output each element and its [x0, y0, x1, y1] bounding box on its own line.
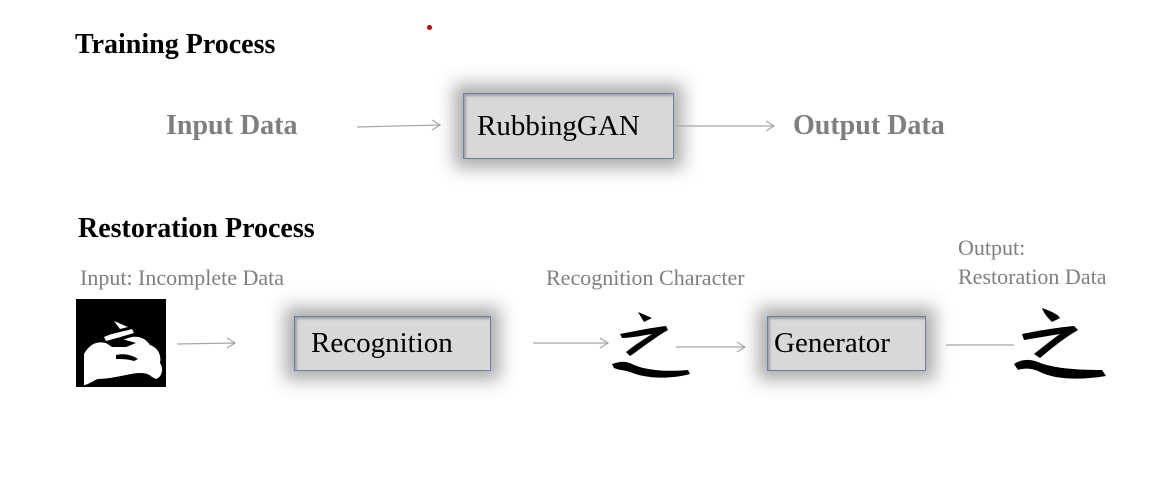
generator-box: Generator	[767, 316, 926, 371]
incomplete-character-image	[76, 299, 166, 387]
rubbinggan-label: RubbingGAN	[477, 109, 640, 142]
input-incomplete-caption: Input: Incomplete Data	[80, 265, 285, 290]
arrow-input-to-rubbinggan	[356, 119, 442, 131]
recognition-box: Recognition	[294, 316, 491, 371]
rubbinggan-box: RubbingGAN	[463, 93, 674, 159]
output-restoration-caption: Output: Restoration Data	[958, 233, 1106, 291]
arrow-input-to-recognition	[176, 337, 237, 349]
restoration-process-title: Restoration Process	[78, 213, 315, 244]
training-output-label: Output Data	[793, 110, 945, 141]
red-dot-marker	[427, 25, 432, 30]
output-caption-line1: Output:	[958, 235, 1026, 260]
generator-label: Generator	[774, 327, 890, 359]
output-caption-line2: Restoration Data	[958, 264, 1107, 289]
recognized-character-glyph	[612, 312, 690, 378]
restored-character-glyph	[1014, 308, 1106, 379]
arrow-rubbinggan-to-output	[676, 120, 776, 132]
arrow-character-to-generator	[676, 341, 747, 353]
recognition-character-caption: Recognition Character	[546, 265, 745, 290]
arrow-recognition-to-character	[533, 337, 610, 349]
training-process-title: Training Process	[75, 29, 276, 60]
recognition-label: Recognition	[311, 327, 453, 359]
training-input-label: Input Data	[166, 110, 298, 141]
